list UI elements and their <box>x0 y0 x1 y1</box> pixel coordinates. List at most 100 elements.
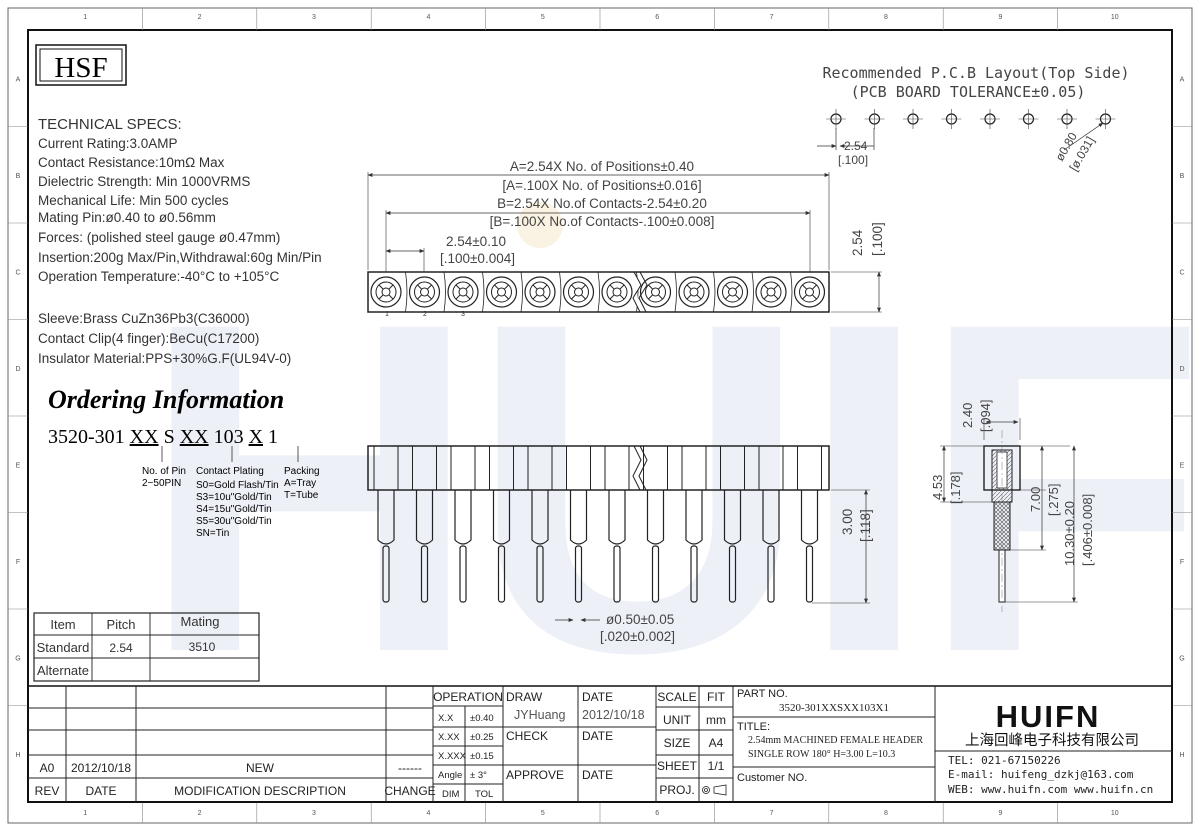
dim-pin-dia-mm: ø0.50±0.05 <box>606 612 674 627</box>
packing-title: Packing <box>284 466 320 477</box>
mating-cell: 3510 <box>189 640 216 654</box>
zone-row-label: A <box>16 76 21 83</box>
pins-title: No. of Pin <box>142 466 186 477</box>
top-dimensions: A=2.54X No. of Positions±0.40 [A=.100X N… <box>367 159 885 313</box>
brand-logo-text: HSF <box>54 52 107 84</box>
pcb-layout: Recommended P.C.B Layout(Top Side) (PCB … <box>817 64 1130 174</box>
draw-label: DRAW <box>506 690 543 704</box>
fit-label: FIT <box>707 690 726 704</box>
technical-specs: TECHNICAL SPECS: Current Rating:3.0AMP C… <box>38 116 322 366</box>
dim-pitch-mm: 2.54±0.10 <box>446 234 506 249</box>
connector-top-view: 1 2 3 <box>367 271 830 318</box>
watermark-dot <box>517 202 563 248</box>
dim-total-in: [.406±0.008] <box>1080 494 1095 566</box>
dim-body-mm: 4.53 <box>930 475 945 500</box>
packing-option: A=Tray <box>284 478 316 489</box>
zone-row-label: G <box>15 655 20 662</box>
pcb-hole <box>941 109 962 129</box>
rev-value: A0 <box>40 761 55 775</box>
contact-top <box>790 271 826 313</box>
mating-header: Mating <box>180 614 219 629</box>
company-logo: HUIFN <box>996 699 1101 734</box>
draw-date-label: DATE <box>582 690 613 704</box>
tol-dim: DIM <box>442 789 460 800</box>
pcb-hole <box>903 109 923 129</box>
dim-pin-dia-in: [.020±0.002] <box>600 629 675 644</box>
front-pin <box>373 446 399 603</box>
operation-label: OPERATION <box>433 690 503 704</box>
rev-change: ------ <box>398 761 422 775</box>
connector-front-view <box>367 445 830 603</box>
pcb-hole <box>826 109 846 129</box>
dim-total-mm: 10.30±0.20 <box>1062 501 1077 566</box>
mating-cell: Standard <box>37 640 90 655</box>
pins-range: 2~50PIN <box>142 478 181 489</box>
proj-label: PROJ. <box>659 783 694 797</box>
zone-col-label: 5 <box>541 14 545 21</box>
zone-row-label: H <box>1179 752 1184 759</box>
front-pin <box>527 446 553 603</box>
zone-row-label: H <box>15 752 20 759</box>
projection-symbol-icon <box>702 784 727 796</box>
spec-line: Current Rating:3.0AMP <box>38 136 178 151</box>
zone-col-label: 2 <box>198 14 202 21</box>
ordering-code: 3520-301 XX S XX 103 X 1 <box>48 426 278 448</box>
contact-top <box>405 271 441 313</box>
zone-row-label: F <box>16 559 20 566</box>
mating-cell: Alternate <box>37 663 89 678</box>
company-email: E-mail: huifeng_dzkj@163.com <box>948 768 1134 781</box>
mating-header: Item <box>50 617 75 632</box>
mating-cell: 2.54 <box>109 641 133 655</box>
zone-col-label: 9 <box>998 810 1002 817</box>
zone-row-label: A <box>1180 76 1185 83</box>
spec-line: Mechanical Life: Min 500 cycles <box>38 193 229 208</box>
title-line-2: SINGLE ROW 180° H=3.00 L=10.3 <box>748 749 895 760</box>
zone-row-label: D <box>15 366 20 373</box>
rev-date: 2012/10/18 <box>71 761 131 775</box>
company-tel: TEL: 021-67150226 <box>948 754 1061 767</box>
spec-line: Mating Pin:ø0.40 to ø0.56mm <box>38 210 216 225</box>
mating-table: Item Pitch Mating Standard 2.54 3510 Alt… <box>33 612 260 682</box>
rev-desc: NEW <box>246 761 275 775</box>
plating-option: S3=10u"Gold/Tin <box>196 492 272 503</box>
pcb-pitch-in: [.100] <box>838 153 868 167</box>
plating-option: SN=Tin <box>196 528 229 539</box>
tol-value: ±0.25 <box>470 732 494 743</box>
title-label: TITLE: <box>737 721 770 733</box>
company-web: WEB: www.huifn.com www.huifn.cn <box>948 783 1153 796</box>
zone-col-label: 8 <box>884 14 888 21</box>
zone-col-label: 10 <box>1111 14 1119 21</box>
contact-top <box>520 271 556 313</box>
tol-dim: X.XX <box>438 732 460 743</box>
contact-top <box>713 271 749 313</box>
size-label: SIZE <box>664 736 691 750</box>
zone-col-label: 6 <box>655 810 659 817</box>
pcb-title: Recommended P.C.B Layout(Top Side) <box>822 64 1129 82</box>
top-contacts <box>370 271 826 313</box>
front-pin <box>489 446 514 603</box>
dim-top-mm: 2.40 <box>960 403 975 428</box>
zone-row-label: D <box>1179 366 1184 373</box>
spec-line: Forces: (polished steel gauge ø0.47mm) <box>38 230 280 245</box>
zone-row-label: E <box>16 462 21 469</box>
part-no: 3520-301XXSXX103X1 <box>779 702 889 714</box>
zone-col-label: 6 <box>655 14 659 21</box>
dim-b-mm: B=2.54X No.of Contacts-2.54±0.20 <box>497 196 707 211</box>
dim-height-mm: 2.54 <box>850 229 865 256</box>
check-label: CHECK <box>506 729 548 743</box>
sheet-label: SHEET <box>657 759 698 773</box>
pcb-hole <box>1095 109 1116 129</box>
spec-line: Dielectric Strength: Min 1000VRMS <box>38 174 250 189</box>
contact-top <box>674 271 710 313</box>
dim-a-in: [A=.100X No. of Positions±0.016] <box>502 178 701 193</box>
zone-col-label: 2 <box>198 810 202 817</box>
zone-row-label: E <box>1180 462 1185 469</box>
connector-side-view <box>983 430 1021 612</box>
front-pin <box>604 446 630 603</box>
contact-top <box>636 271 672 313</box>
tol-dim: X.XXX <box>438 751 467 762</box>
rev-label: REV <box>35 784 60 798</box>
company-name: 上海回峰电子科技有限公司 <box>965 732 1139 749</box>
